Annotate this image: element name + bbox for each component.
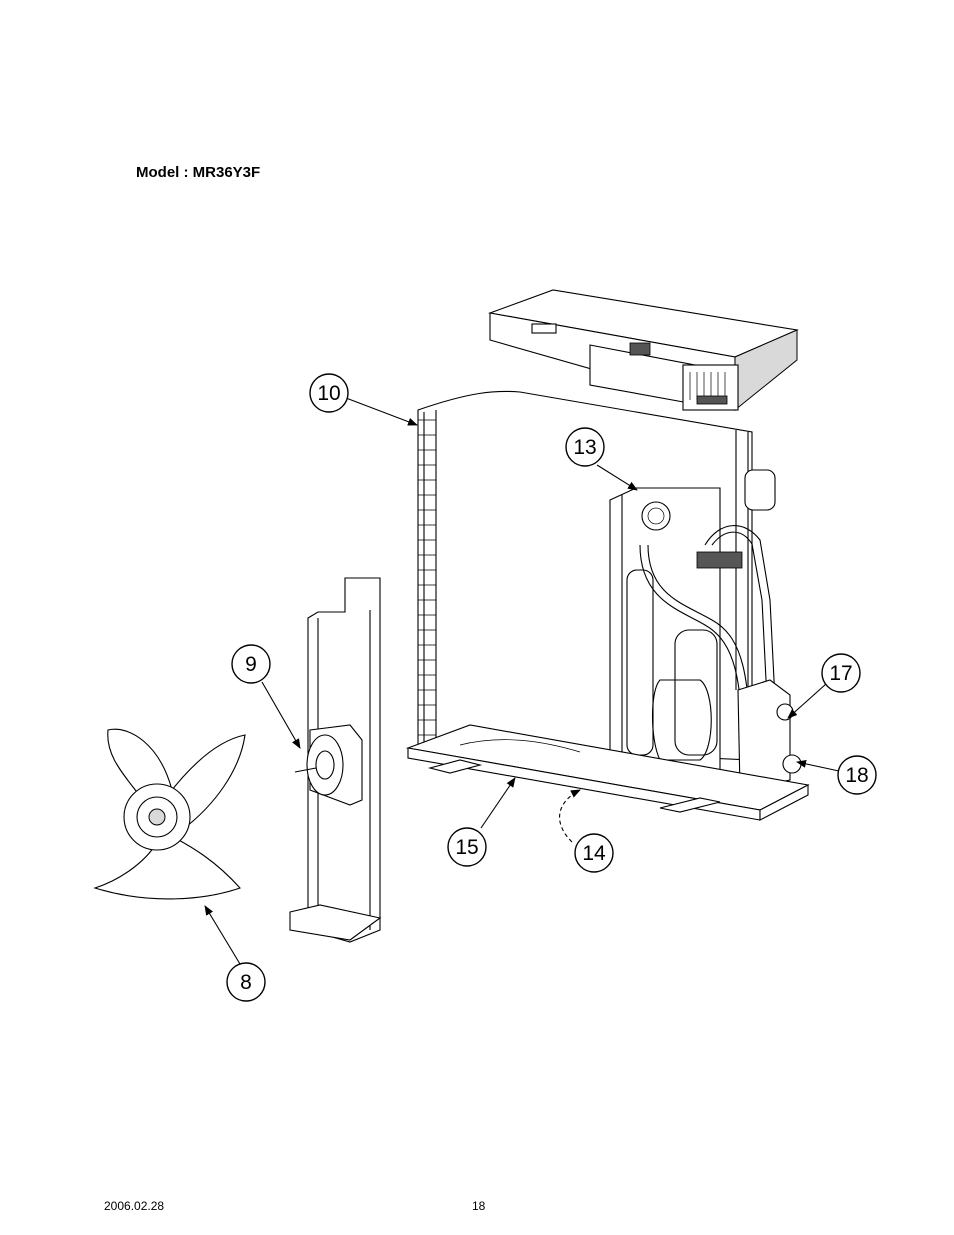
svg-text:10: 10 [317,382,340,405]
svg-text:17: 17 [829,662,852,685]
callout-18: 18 [838,756,876,794]
callout-17: 17 [822,654,860,692]
callout-10: 10 [310,374,348,412]
callout-leaders [205,398,839,964]
propeller-fan [95,729,245,899]
callout-8: 8 [227,963,265,1001]
footer-date: 2006.02.28 [104,1199,164,1213]
svg-text:13: 13 [573,436,596,459]
svg-text:8: 8 [240,971,252,994]
control-box [490,290,797,410]
page-number: 18 [472,1199,485,1213]
callout-14: 14 [575,834,613,872]
svg-text:14: 14 [582,842,606,865]
side-panel-assembly [610,470,801,790]
svg-text:18: 18 [845,764,868,787]
svg-text:9: 9 [245,653,257,676]
callout-9: 9 [232,645,270,683]
svg-text:15: 15 [455,836,478,859]
fan-motor [295,725,362,805]
callout-13: 13 [566,428,604,466]
callout-15: 15 [448,828,486,866]
